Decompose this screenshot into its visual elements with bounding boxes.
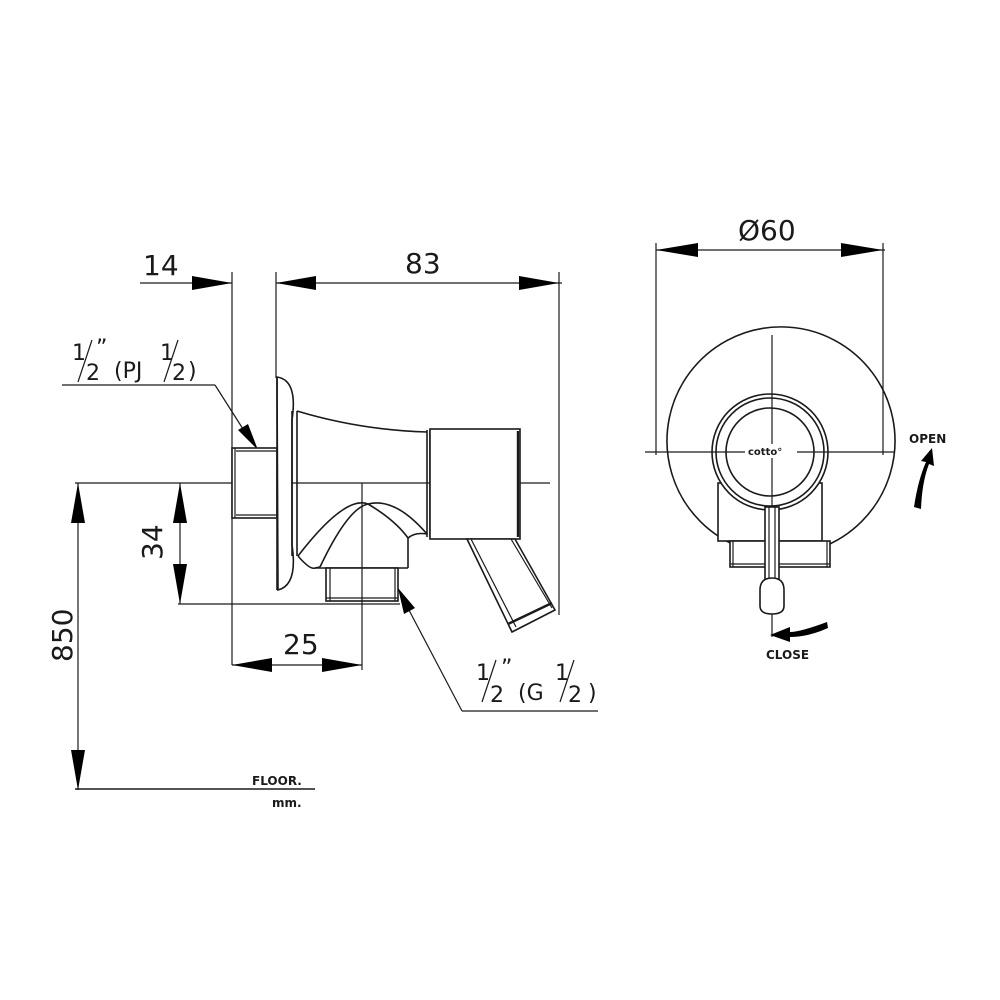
floor-label: FLOOR. (252, 774, 302, 788)
arrow-right-icon (192, 276, 232, 290)
dim-label-25: 25 (283, 628, 319, 661)
front-view: Ø60 cotto° OPEN (645, 214, 946, 662)
thread-standard: (PJ (114, 359, 142, 384)
escutcheon-plate (666, 326, 896, 549)
arrow-up-icon (173, 483, 187, 523)
paren-close: ) (188, 359, 197, 384)
inlet-thread-callout: 1 2 ” (PJ 1 2 ) (62, 336, 258, 450)
thread-standard: (G (518, 681, 544, 706)
inch-mark: ” (96, 336, 107, 361)
arrow-down-icon (173, 564, 187, 604)
logo-bg (745, 444, 797, 458)
dimension-diameter-60: Ø60 (655, 214, 885, 455)
arrow-right-icon (841, 243, 883, 257)
close-label: CLOSE (766, 648, 809, 662)
open-label: OPEN (909, 432, 946, 446)
frac-denominator: 2 (172, 361, 186, 386)
wall-flange (276, 376, 295, 592)
inch-mark: ” (501, 656, 512, 681)
leader-arrow-icon (398, 588, 415, 614)
valve-head (429, 428, 521, 540)
outlet-thread-callout: 1 2 ” (G 1 2 ) (398, 588, 598, 712)
dim-label-850: 850 (46, 609, 79, 662)
frac-denominator: 2 (490, 683, 504, 708)
arrow-left-icon (232, 658, 272, 672)
arrow-right-icon (519, 276, 559, 290)
dimension-83: 83 (275, 247, 562, 615)
frac-numerator: 1 (72, 341, 86, 366)
side-view: 14 83 1 2 ” (PJ 1 2 ) (46, 247, 598, 810)
paren-close: ) (588, 681, 597, 706)
inlet-nipple (231, 447, 278, 519)
frac-denominator: 2 (86, 361, 100, 386)
arrow-left-icon (656, 243, 698, 257)
arrow-up-icon (71, 483, 85, 523)
dim-label-34: 34 (136, 524, 169, 560)
dimension-850: 850 (46, 483, 85, 790)
arrow-down-icon (71, 750, 85, 790)
dimension-25: 25 (232, 628, 362, 672)
outlet-nipple-front (729, 540, 831, 568)
arrow-left-icon (276, 276, 316, 290)
dim-label-14: 14 (143, 249, 179, 282)
frac-numerator: 1 (555, 661, 569, 686)
dimension-14: 14 (140, 249, 233, 665)
brand-logo: cotto° (748, 447, 782, 458)
dim-label-83: 83 (405, 247, 441, 280)
valve-body (291, 410, 431, 570)
lever-stem (759, 506, 785, 615)
frac-numerator: 1 (476, 661, 490, 686)
arrow-right-icon (322, 658, 362, 672)
leader-arrow-icon (238, 424, 258, 450)
dim-label-diameter: Ø60 (738, 214, 796, 247)
frac-denominator: 2 (568, 683, 582, 708)
frac-numerator: 1 (160, 341, 174, 366)
units-label: mm. (272, 796, 302, 810)
dimension-34: 34 (136, 483, 187, 604)
lever-handle (465, 538, 557, 634)
open-direction-arrow-icon (914, 448, 934, 509)
close-direction-arrow-icon (770, 622, 828, 642)
